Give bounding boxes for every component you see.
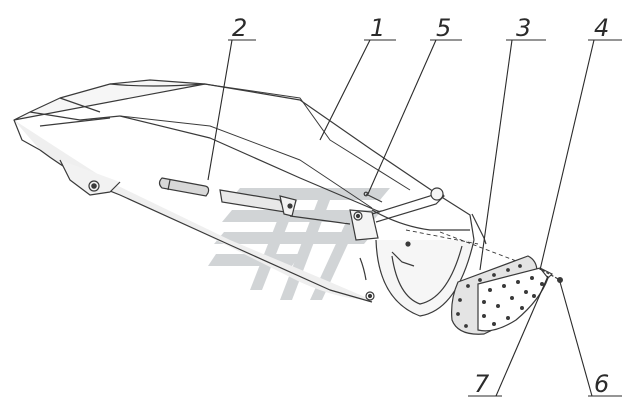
callout-labels: 2 1 5 3 4 7 6 <box>232 14 609 398</box>
leader-lines <box>207 39 622 397</box>
callout-5: 5 <box>436 14 451 42</box>
cover-holes <box>482 276 544 327</box>
callout-2: 2 <box>232 14 247 42</box>
callout-3: 3 <box>516 14 531 42</box>
cover-plate <box>477 267 563 332</box>
hopper-body <box>13 79 475 303</box>
callout-6: 6 <box>594 370 609 398</box>
handle-rod <box>158 177 445 241</box>
callout-7: 7 <box>474 370 490 398</box>
rear-scoop <box>359 213 541 317</box>
callout-1: 1 <box>370 14 385 42</box>
gasket-holes <box>456 264 522 328</box>
callout-4: 4 <box>594 14 609 42</box>
